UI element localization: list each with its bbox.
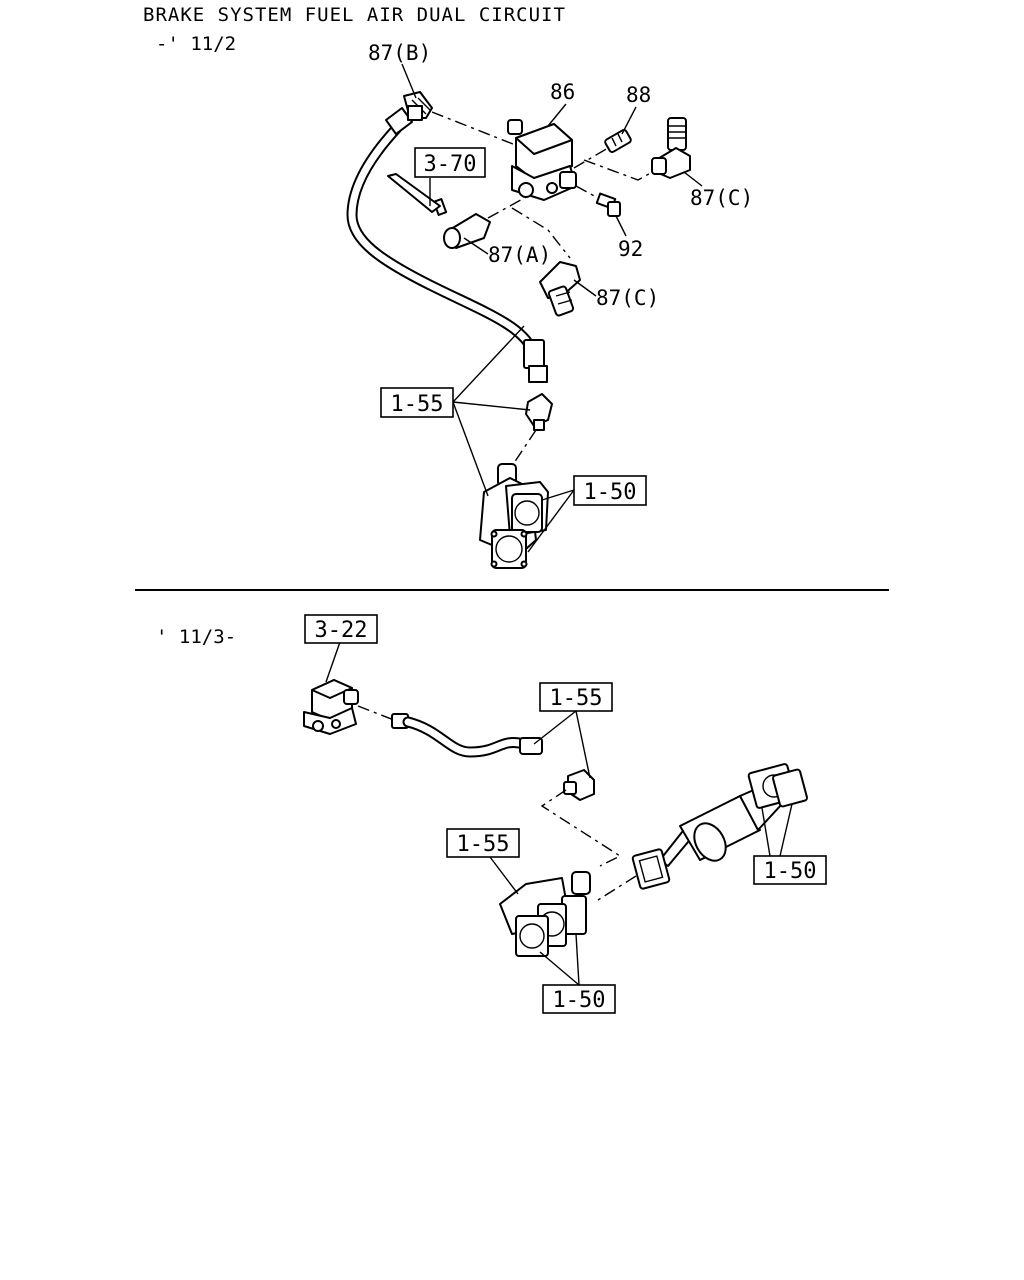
callout-87a: 87(A) bbox=[488, 243, 551, 267]
leader-1-50-a bbox=[541, 489, 575, 501]
leader-1-50-right-b bbox=[779, 803, 793, 857]
dash-87c-right bbox=[583, 159, 657, 181]
leader-1-55-hose bbox=[452, 325, 525, 403]
air-hose-upper bbox=[346, 107, 548, 383]
fitting-87a bbox=[432, 198, 491, 249]
tee-union-upper bbox=[525, 393, 553, 431]
leader-87b bbox=[401, 63, 417, 99]
ref-box-1-55-lower-mid: 1-55 bbox=[446, 828, 520, 858]
ref-3-70-label: 3-70 bbox=[424, 152, 477, 177]
ref-1-50-upper-label: 1-50 bbox=[584, 480, 637, 505]
leader-3-22 bbox=[325, 641, 341, 683]
leader-1-50-right-a bbox=[761, 807, 771, 857]
dash-87a bbox=[487, 195, 529, 219]
callout-87b: 87(B) bbox=[368, 41, 431, 65]
dash-87c-lower bbox=[511, 207, 571, 259]
leader-1-55-lower-hose bbox=[533, 710, 577, 745]
leader-87c-right bbox=[683, 171, 703, 187]
range-label-after: ' 11/3- bbox=[156, 626, 236, 648]
ref-1-55-lower-top-label: 1-55 bbox=[550, 686, 603, 711]
ref-1-55-lower-mid-label: 1-55 bbox=[457, 832, 510, 857]
callout-86: 86 bbox=[550, 80, 575, 104]
ref-1-50-lower-right-label: 1-50 bbox=[764, 859, 817, 884]
leader-1-50-bottom-b bbox=[575, 933, 580, 986]
dash-92 bbox=[575, 185, 599, 199]
callout-92: 92 bbox=[618, 237, 643, 261]
lower-assembly: 3-22 1-55 1-55 1-50 1-50 bbox=[303, 614, 827, 1014]
leader-1-55-lower-tee bbox=[575, 710, 591, 779]
dash-3-22-hose bbox=[357, 705, 395, 721]
air-hose-lower bbox=[391, 713, 543, 758]
dash-88 bbox=[573, 147, 609, 169]
solenoid-valve-3-22 bbox=[303, 679, 359, 735]
plug-88 bbox=[604, 129, 632, 153]
ref-box-1-50-upper: 1-50 bbox=[573, 475, 647, 506]
ref-box-1-50-lower-bottom: 1-50 bbox=[542, 984, 616, 1014]
dash-tee-exhaust bbox=[511, 429, 537, 467]
leader-1-50-b bbox=[527, 489, 575, 553]
leader-1-50-bottom-a bbox=[539, 951, 580, 986]
solenoid-valve-86 bbox=[507, 119, 577, 201]
dash-pipe-manifold bbox=[597, 875, 637, 901]
leader-87a bbox=[463, 237, 489, 255]
ref-box-1-55-upper: 1-55 bbox=[380, 387, 454, 418]
leader-1-55-manifold bbox=[452, 401, 489, 497]
fitting-87b bbox=[403, 91, 433, 121]
ref-3-22-label: 3-22 bbox=[315, 618, 368, 643]
bolt-92 bbox=[595, 192, 621, 217]
dash-87b-valve bbox=[431, 111, 519, 147]
fitting-87c-right bbox=[651, 117, 691, 179]
callout-88: 88 bbox=[626, 83, 651, 107]
upper-assembly: 3-70 1-55 1-50 87(B) 86 88 87(C) 87(A) 9… bbox=[346, 41, 753, 569]
exhaust-pipe-with-catalyst bbox=[631, 763, 808, 890]
callout-87c-right: 87(C) bbox=[690, 186, 753, 210]
callout-87c-lower: 87(C) bbox=[596, 286, 659, 310]
ref-box-1-50-lower-right: 1-50 bbox=[753, 855, 827, 885]
ref-box-3-22: 3-22 bbox=[304, 614, 378, 644]
exhaust-brake-assembly-upper bbox=[479, 463, 549, 569]
ref-box-3-70: 3-70 bbox=[414, 147, 486, 178]
leader-88 bbox=[621, 106, 637, 135]
diagram-title: BRAKE SYSTEM FUEL AIR DUAL CIRCUIT bbox=[143, 4, 566, 26]
ref-1-50-lower-bottom-label: 1-50 bbox=[553, 988, 606, 1013]
tube-3-70 bbox=[387, 173, 441, 213]
fitting-87c-lower bbox=[539, 261, 581, 317]
dash-tee-exhaust-lower bbox=[540, 789, 622, 867]
range-label-before: -' 11/2 bbox=[156, 33, 236, 55]
leader-87c-lower bbox=[573, 279, 597, 297]
leader-1-55-tee bbox=[452, 401, 531, 411]
leader-1-55-lower-manifold bbox=[489, 856, 519, 895]
tee-union-lower bbox=[563, 769, 595, 801]
leader-92 bbox=[615, 215, 627, 237]
leader-86 bbox=[547, 103, 567, 127]
ref-box-1-55-lower-top: 1-55 bbox=[539, 682, 613, 712]
ref-1-55-upper-label: 1-55 bbox=[391, 392, 444, 417]
